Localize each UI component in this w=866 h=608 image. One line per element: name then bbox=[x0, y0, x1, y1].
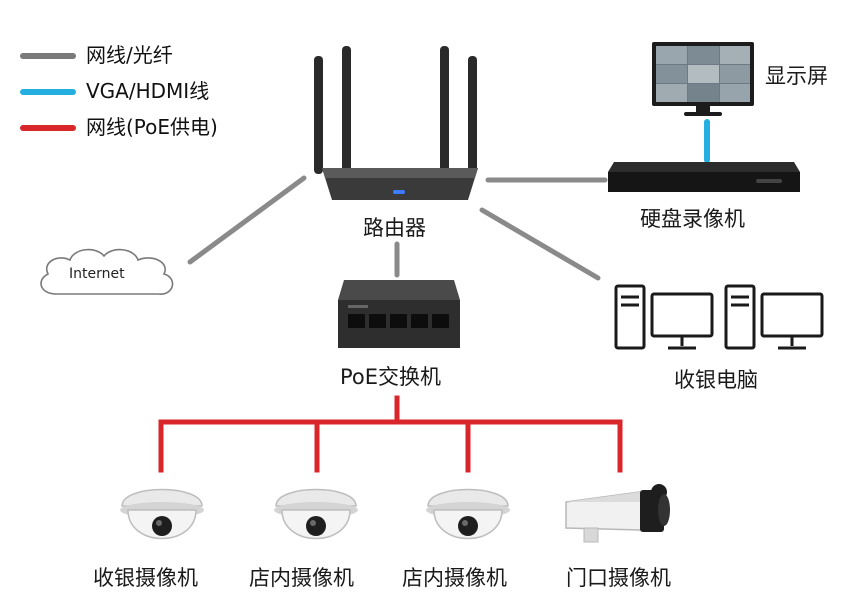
cashier-pc-label: 收银电脑 bbox=[674, 368, 758, 392]
poe-switch-icon bbox=[338, 280, 460, 348]
camera-label-2: 店内摄像机 bbox=[249, 566, 354, 590]
cashier-pc-icon bbox=[614, 284, 824, 350]
legend-label-video: VGA/HDMI线 bbox=[86, 79, 210, 103]
monitor-label: 显示屏 bbox=[765, 64, 828, 88]
nvr-label: 硬盘录像机 bbox=[640, 207, 745, 231]
monitor-icon bbox=[652, 42, 754, 116]
router-internet-line bbox=[187, 175, 307, 265]
poe-lines bbox=[158, 395, 623, 473]
internet-label: Internet bbox=[69, 266, 125, 282]
camera-label-4: 门口摄像机 bbox=[566, 566, 671, 590]
bullet-camera-icon bbox=[565, 484, 670, 543]
legend-label-network: 网线/光纤 bbox=[86, 43, 173, 67]
legend-swatch-network bbox=[20, 53, 76, 59]
nvr-icon bbox=[608, 162, 800, 192]
dome-camera-icon-2 bbox=[274, 488, 358, 540]
cloud-icon bbox=[40, 248, 174, 295]
dome-camera-icon-3 bbox=[426, 488, 510, 540]
legend-swatch-poe bbox=[20, 125, 76, 131]
camera-label-1: 收银摄像机 bbox=[93, 566, 198, 590]
legend-label-poe: 网线(PoE供电) bbox=[86, 115, 218, 139]
network-lines bbox=[187, 175, 608, 281]
camera-label-3: 店内摄像机 bbox=[402, 566, 507, 590]
legend-swatch-video bbox=[20, 89, 76, 95]
router-pc-line bbox=[479, 207, 601, 281]
dome-camera-icon-1 bbox=[120, 488, 204, 540]
poe-switch-label: PoE交换机 bbox=[340, 365, 442, 389]
router-icon bbox=[314, 46, 478, 200]
router-label: 路由器 bbox=[363, 216, 426, 240]
